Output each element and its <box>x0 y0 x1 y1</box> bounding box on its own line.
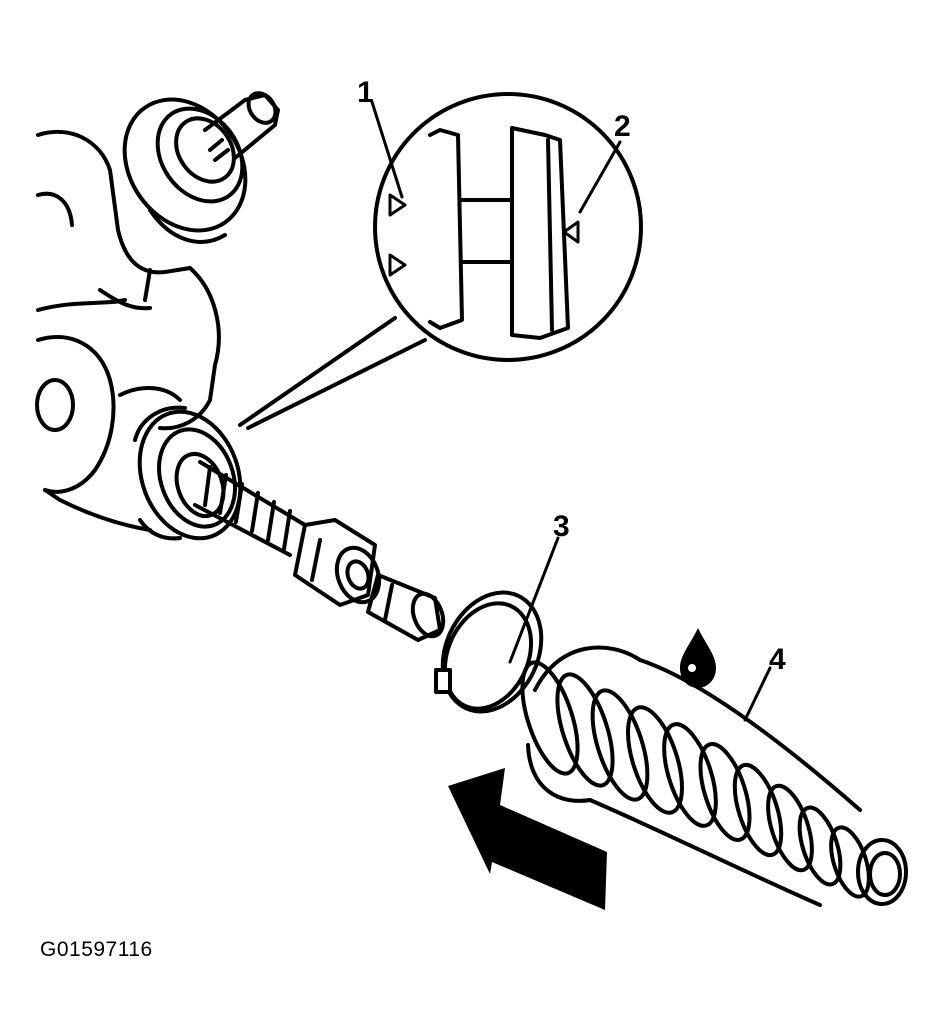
tie-rod-socket <box>293 518 382 607</box>
boot-clamp <box>434 590 544 714</box>
tie-rod-end <box>366 573 446 642</box>
callout-2: 2 <box>614 110 631 143</box>
callout-4: 4 <box>769 643 786 676</box>
inner-tie-rod <box>193 460 307 557</box>
direction-arrow-icon <box>448 768 607 910</box>
figure-id: G01597116 <box>40 938 153 961</box>
housing-end-collar <box>133 405 243 541</box>
lubricant-drop-icon <box>680 628 716 688</box>
pinion-collar <box>122 97 248 244</box>
callout-leaders <box>370 100 772 722</box>
tie-rod-boot <box>520 645 908 907</box>
pinion-shaft <box>203 91 280 162</box>
alignment-mark-icon <box>388 193 580 277</box>
detail-magnifier <box>238 92 643 430</box>
callout-1: 1 <box>357 76 374 109</box>
steering-gear-housing <box>35 129 221 532</box>
callout-3: 3 <box>553 510 570 543</box>
